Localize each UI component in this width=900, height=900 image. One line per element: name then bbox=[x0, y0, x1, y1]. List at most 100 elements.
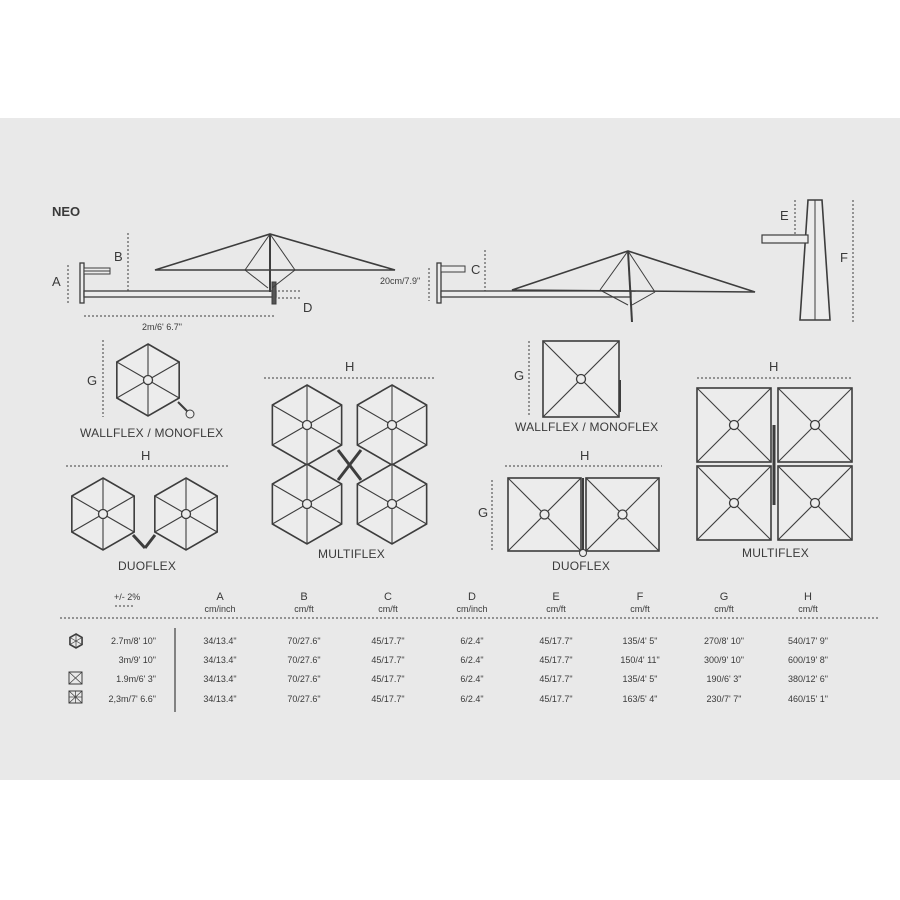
table-cell: 45/17.7" bbox=[371, 655, 405, 665]
table-cell: 34/13.4" bbox=[203, 636, 237, 646]
strut bbox=[631, 291, 656, 306]
hex-duo-umbrella-1-rib bbox=[102, 495, 135, 515]
table-cell: 45/17.7" bbox=[371, 636, 405, 646]
column-unit: cm/ft bbox=[378, 604, 398, 614]
sq-duo-umbrella-1-hub bbox=[539, 509, 550, 520]
hex-multi-umbrella-2-rib bbox=[357, 404, 393, 426]
row-size-label: 2.7m/8' 10" bbox=[111, 636, 156, 646]
hex-single-umbrella-rib bbox=[116, 379, 149, 399]
duo-joint bbox=[143, 534, 157, 549]
dim-label-a: A bbox=[52, 274, 61, 289]
square-icon-rib bbox=[68, 671, 83, 685]
column-unit: cm/ft bbox=[630, 604, 650, 614]
hex-duo-caption: DUOFLEX bbox=[118, 559, 177, 573]
canopy-rib bbox=[627, 250, 656, 293]
hex-multi-umbrella-2-rib bbox=[391, 424, 427, 446]
square-icon bbox=[68, 671, 83, 685]
column-unit: cm/inch bbox=[204, 604, 236, 614]
hex-duo-umbrella-1-rib bbox=[71, 513, 104, 533]
hex-multi-umbrella-4-hub bbox=[386, 498, 398, 510]
table-cell: 380/12' 6" bbox=[788, 674, 828, 684]
hex-single-umbrella-hub bbox=[142, 374, 154, 386]
hex-multi-caption: MULTIFLEX bbox=[318, 547, 385, 561]
column-letter: B bbox=[300, 591, 308, 603]
support-arm bbox=[83, 290, 277, 298]
dim-label-e: E bbox=[780, 208, 789, 223]
hex-multi-umbrella-2-hub bbox=[386, 419, 398, 431]
column-unit: cm/ft bbox=[294, 604, 314, 614]
hexagon-icon-rib bbox=[69, 637, 77, 642]
canopy-side bbox=[154, 233, 396, 271]
table-cell: 150/4' 11" bbox=[620, 655, 660, 665]
wall-plate bbox=[79, 262, 85, 304]
table-cell: 45/17.7" bbox=[371, 674, 405, 684]
table-cell: 230/7' 7" bbox=[706, 694, 742, 704]
strut bbox=[599, 289, 629, 306]
table-cell: 190/6' 3" bbox=[706, 674, 742, 684]
sq-multi-umbrella-2-hub bbox=[809, 419, 821, 431]
table-cell: 45/17.7" bbox=[371, 694, 405, 704]
table-row: 2,3m/7' 6.6"34/13.4"70/27.6"45/17.7"6/2.… bbox=[0, 691, 900, 708]
sq-duo-caption: DUOFLEX bbox=[552, 559, 611, 573]
hex-duo-umbrella-1-rib bbox=[102, 513, 135, 533]
mast-2 bbox=[627, 250, 633, 323]
table-cell: 6/2.4" bbox=[460, 655, 484, 665]
hex-duo-umbrella-2-rib bbox=[185, 513, 218, 533]
dim-label-b: B bbox=[114, 249, 123, 264]
dim-label-d: D bbox=[303, 300, 313, 315]
dim-label-g-sqduo: G bbox=[478, 505, 489, 520]
arm-length-label: 2m/6' 6.7" bbox=[142, 322, 182, 332]
table-row: 3m/9' 10"34/13.4"70/27.6"45/17.7"6/2.4"4… bbox=[0, 652, 900, 669]
dim-label-h-sqmulti: H bbox=[769, 359, 779, 374]
page-title: NEO bbox=[52, 204, 81, 219]
row-size-label: 2,3m/7' 6.6" bbox=[108, 694, 156, 704]
offset-label: 20cm/7.9" bbox=[380, 276, 421, 286]
table-cell: 6/2.4" bbox=[460, 636, 484, 646]
table-cell: 540/17' 9" bbox=[788, 636, 828, 646]
multi-joint bbox=[336, 449, 363, 481]
handle bbox=[177, 401, 189, 413]
table-cell: 163/5' 4" bbox=[622, 694, 658, 704]
front-arm bbox=[761, 234, 809, 244]
hex-single-umbrella-rib bbox=[116, 361, 149, 381]
hex-duo-umbrella-1-hub bbox=[97, 508, 109, 520]
hex-single-umbrella-rib bbox=[147, 361, 180, 381]
dim-label-h-hexduo: H bbox=[141, 448, 151, 463]
hex-single-caption: WALLFLEX / MONOFLEX bbox=[80, 426, 224, 440]
strut bbox=[271, 269, 296, 289]
column-letter: A bbox=[216, 591, 224, 603]
table-cell: 70/27.6" bbox=[287, 655, 321, 665]
hexagon-icon-rib bbox=[69, 640, 77, 645]
table-cell: 34/13.4" bbox=[203, 655, 237, 665]
sq-single-umbrella-hub bbox=[575, 373, 587, 385]
hex-multi-umbrella-1-rib bbox=[272, 424, 308, 446]
hex-multi-umbrella-3-rib bbox=[272, 483, 308, 505]
sq-duo-knob bbox=[579, 549, 587, 557]
sq-multi-umbrella-3-hub bbox=[728, 497, 740, 509]
hex-multi-umbrella-1-rib bbox=[306, 404, 342, 426]
table-cell: 300/9' 10" bbox=[704, 655, 744, 665]
hex-duo-umbrella-1-rib bbox=[71, 495, 104, 515]
hex-multi-umbrella-2-rib bbox=[391, 404, 427, 426]
table-row: 1.9m/6' 3"34/13.4"70/27.6"45/17.7"6/2.4"… bbox=[0, 671, 900, 688]
table-cell: 70/27.6" bbox=[287, 694, 321, 704]
hex-duo-umbrella-2-hub bbox=[180, 508, 192, 520]
mast-foot bbox=[271, 281, 277, 305]
dim-label-g-sq: G bbox=[514, 368, 525, 383]
column-letter: F bbox=[636, 591, 644, 603]
column-unit: cm/ft bbox=[546, 604, 566, 614]
table-cell: 70/27.6" bbox=[287, 674, 321, 684]
hex-multi-umbrella-4-rib bbox=[357, 503, 393, 525]
sq-duo-umbrella-2-hub bbox=[617, 509, 628, 520]
table-cell: 135/4' 5" bbox=[622, 636, 658, 646]
table-cell: 34/13.4" bbox=[203, 694, 237, 704]
hex-multi-umbrella-4-rib bbox=[357, 483, 393, 505]
hex-multi-umbrella-4-rib bbox=[391, 483, 427, 505]
column-unit: cm/inch bbox=[456, 604, 488, 614]
